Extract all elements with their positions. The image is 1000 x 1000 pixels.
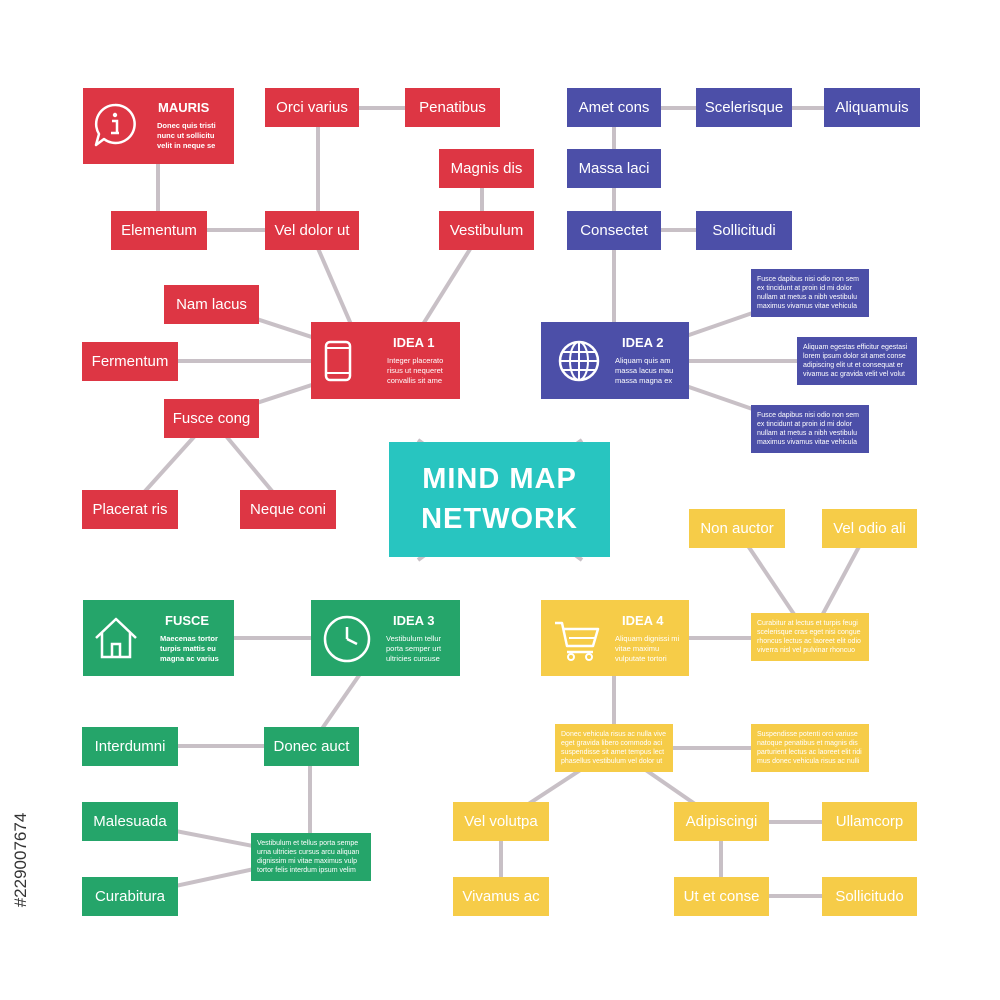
idea2-desc: Aliquam quis am massa lacus mau massa ma… <box>615 356 674 385</box>
note-blue-2: Aliquam egestas efficitur egestasi lorem… <box>797 337 917 385</box>
note-green-1: Vestibulum et tellus porta sempe urna ul… <box>251 833 371 881</box>
idea2-node[interactable]: IDEA 2 Aliquam quis am massa lacus mau m… <box>541 322 689 399</box>
idea1-title: IDEA 1 <box>393 335 435 350</box>
node-nam-lacus[interactable]: Nam lacus <box>164 285 259 324</box>
node-ut-et-conse[interactable]: Ut et conse <box>674 877 769 916</box>
node-vestibulum[interactable]: Vestibulum <box>439 211 534 250</box>
node-non-auctor[interactable]: Non auctor <box>689 509 785 548</box>
info-icon <box>94 103 136 147</box>
shopping-cart-icon <box>555 621 600 661</box>
node-elementum[interactable]: Elementum <box>111 211 207 250</box>
globe-icon <box>558 340 600 382</box>
node-orci-varius[interactable]: Orci varius <box>265 88 359 127</box>
node-donec-auct[interactable]: Donec auct <box>264 727 359 766</box>
node-neque-coni[interactable]: Neque coni <box>240 490 336 529</box>
home-icon <box>95 617 137 659</box>
center-title-line1: MIND MAP <box>422 463 577 496</box>
idea4-node[interactable]: IDEA 4 Aliquam dignissi mi vitae maximu … <box>541 600 689 676</box>
node-amet-cons[interactable]: Amet cons <box>567 88 661 127</box>
mauris-node[interactable]: MAURIS Donec quis tristi nunc ut sollici… <box>83 88 234 164</box>
node-magnis-dis[interactable]: Magnis dis <box>439 149 534 188</box>
node-fusce-cong[interactable]: Fusce cong <box>164 399 259 438</box>
note-blue-3: Fusce dapibus nisi odio non sem ex tinci… <box>751 405 869 453</box>
node-adipiscingi[interactable]: Adipiscingi <box>674 802 769 841</box>
note-yellow-1: Curabitur at lectus et turpis feugi scel… <box>751 613 869 661</box>
node-sollicitudi[interactable]: Sollicitudi <box>696 211 792 250</box>
mauris-title: MAURIS <box>158 100 210 115</box>
fusce-node[interactable]: FUSCE Maecenas tortor turpis mattis eu m… <box>83 600 234 676</box>
node-ullamcorp[interactable]: Ullamcorp <box>822 802 917 841</box>
note-yellow-2: Donec vehicula risus ac nulla vive eget … <box>555 724 673 772</box>
node-malesuada[interactable]: Malesuada <box>82 802 178 841</box>
fusce-title: FUSCE <box>165 613 210 628</box>
node-consectet[interactable]: Consectet <box>567 211 661 250</box>
node-vel-volutpa[interactable]: Vel volutpa <box>453 802 549 841</box>
node-placerat-ris[interactable]: Placerat ris <box>82 490 178 529</box>
smartphone-icon <box>324 340 352 382</box>
note-yellow-3: Suspendisse potenti orci variuse natoque… <box>751 724 869 772</box>
node-vel-dolor-ut[interactable]: Vel dolor ut <box>265 211 359 250</box>
idea4-desc: Aliquam dignissi mi vitae maximu vulputa… <box>615 634 680 663</box>
node-vivamus-ac[interactable]: Vivamus ac <box>453 877 549 916</box>
node-aliquamuis[interactable]: Aliquamuis <box>824 88 920 127</box>
mauris-desc: Donec quis tristi nunc ut sollicitu veli… <box>157 121 216 150</box>
node-scelerisque[interactable]: Scelerisque <box>696 88 792 127</box>
node-interdumni[interactable]: Interdumni <box>82 727 178 766</box>
idea1-node[interactable]: IDEA 1 Integer placerato risus ut nequer… <box>311 322 460 399</box>
fusce-desc: Maecenas tortor turpis mattis eu magna a… <box>160 634 219 663</box>
node-fermentum[interactable]: Fermentum <box>82 342 178 381</box>
center-node[interactable]: MIND MAP NETWORK <box>389 442 610 557</box>
node-vel-odio-ali[interactable]: Vel odio ali <box>822 509 917 548</box>
idea4-title: IDEA 4 <box>622 613 664 628</box>
center-title-line2: NETWORK <box>421 502 578 535</box>
idea3-title: IDEA 3 <box>393 613 435 628</box>
idea1-desc: Integer placerato risus ut nequeret conv… <box>387 356 444 385</box>
node-curabitura[interactable]: Curabitura <box>82 877 178 916</box>
idea3-node[interactable]: IDEA 3 Vestibulum tellur porta semper ur… <box>311 600 460 676</box>
idea3-desc: Vestibulum tellur porta semper urt ultri… <box>386 634 442 663</box>
clock-icon <box>323 615 371 663</box>
node-massa-laci[interactable]: Massa laci <box>567 149 661 188</box>
node-penatibus[interactable]: Penatibus <box>405 88 500 127</box>
node-sollicitudo[interactable]: Sollicitudo <box>822 877 917 916</box>
note-blue-1: Fusce dapibus nisi odio non sem ex tinci… <box>751 269 869 317</box>
idea2-title: IDEA 2 <box>622 335 664 350</box>
stock-id-text: #229007674 <box>11 812 30 908</box>
stock-id-watermark: #229007674 <box>6 760 36 960</box>
